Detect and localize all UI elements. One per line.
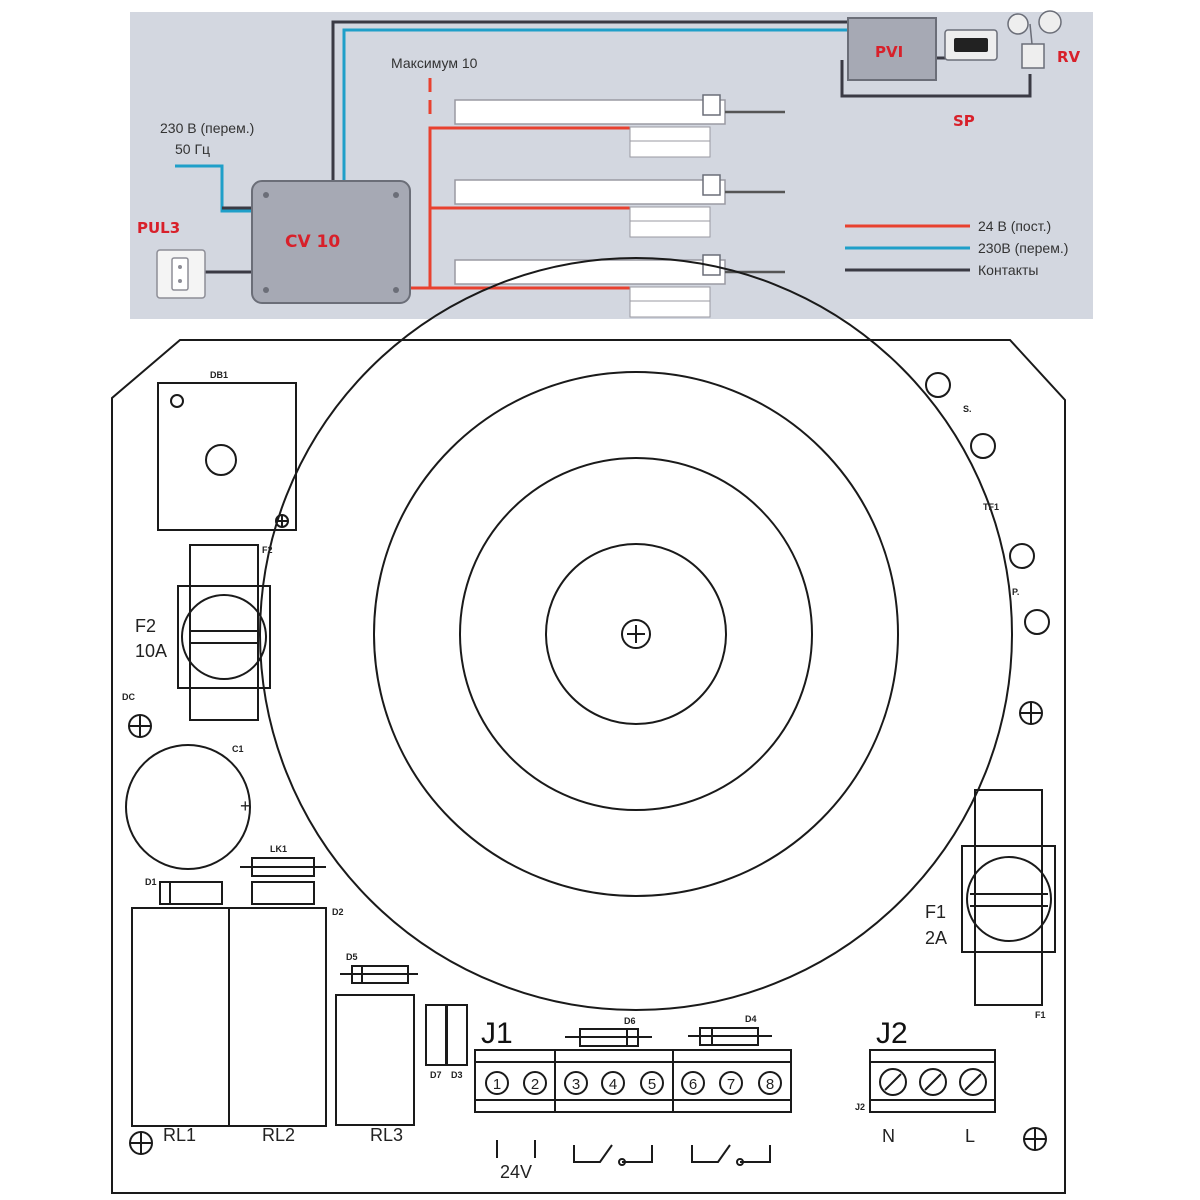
j1-terminal-1: 1 <box>493 1076 501 1093</box>
pvi-unit <box>847 17 937 81</box>
d4-label: D4 <box>745 1014 757 1024</box>
cv10-label: CV 10 <box>285 232 340 252</box>
power-input-label-line1: 230 В (перем.) <box>160 120 254 136</box>
sp-switch <box>944 29 998 61</box>
pvi-label: PVI <box>875 43 903 61</box>
power-input-label-line2: 50 Гц <box>175 141 210 157</box>
j1-terminal-7: 7 <box>727 1076 735 1093</box>
db1-bridge-rectifier <box>157 382 297 531</box>
rl3-label: RL3 <box>370 1125 403 1145</box>
c1-label: C1 <box>232 744 244 754</box>
j1-terminal-6: 6 <box>689 1076 697 1093</box>
mounting-hole-top-left <box>128 714 152 738</box>
led-p <box>1024 609 1050 635</box>
actuator-1 <box>454 94 785 158</box>
toroidal-transformer <box>259 257 1013 1011</box>
diode-d2 <box>251 881 315 905</box>
diode-d4 <box>688 1027 772 1046</box>
j2-label: J2 <box>876 1017 908 1050</box>
j1-terminal-4: 4 <box>609 1076 617 1093</box>
cv10-control-unit <box>251 180 411 304</box>
j2-l-label: L <box>965 1126 975 1146</box>
led-s <box>970 433 996 459</box>
dc-label: DC <box>122 692 135 702</box>
j2-tag-label: J2 <box>855 1102 865 1112</box>
j1-contact-symbol-2 <box>691 1144 771 1166</box>
j1-24v-symbol <box>496 1140 536 1158</box>
d6-label: D6 <box>624 1016 636 1026</box>
fuse-holder-f1 <box>961 789 1056 1006</box>
diode-d1 <box>159 881 223 905</box>
wire-24v-group <box>410 126 630 290</box>
s-led-label: S. <box>963 404 972 414</box>
relay-rl1 <box>131 907 230 1127</box>
sp-label: SP <box>953 112 975 130</box>
legend-label-230v: 230В (перем.) <box>978 240 1068 256</box>
f1-name-label: F1 <box>925 902 946 922</box>
mounting-hole-bottom-left <box>129 1131 153 1155</box>
j1-contact-symbol-1 <box>573 1144 653 1166</box>
wiring-diagram: PUL3 CV 10 230 В (перем.) 50 Гц Максимум… <box>130 10 1093 319</box>
j2-n-label: N <box>882 1126 895 1146</box>
max-actuators-label: Максимум 10 <box>391 55 478 71</box>
j1-terminal-3: 3 <box>572 1076 580 1093</box>
legend-label-24v: 24 В (пост.) <box>978 218 1051 234</box>
f2-rating-label: 10A <box>135 641 167 661</box>
p-led-label: P. <box>1012 587 1019 597</box>
rv-label: RV <box>1057 48 1081 66</box>
terminal-block-j2 <box>869 1049 996 1113</box>
diode-d5 <box>340 965 418 984</box>
pul3-module <box>156 249 206 299</box>
f1-rating-label: 2A <box>925 928 947 948</box>
c1-polarity-plus: + <box>240 796 251 816</box>
mounting-hole-right <box>1019 701 1043 725</box>
diode-d7 <box>425 1004 447 1066</box>
db1-label: DB1 <box>210 370 228 380</box>
relay-rl2 <box>228 907 327 1127</box>
d5-label: D5 <box>346 952 358 962</box>
d7-label: D7 <box>430 1070 442 1080</box>
wire-contacts-sp <box>840 60 1032 98</box>
link-lk1 <box>240 857 326 877</box>
j1-24v-label: 24V <box>500 1162 532 1182</box>
relay-rl3 <box>335 994 415 1126</box>
tf1-label: TF1 <box>983 502 999 512</box>
d2-label: D2 <box>332 907 344 917</box>
rl1-label: RL1 <box>163 1125 196 1145</box>
led-tf1 <box>1009 543 1035 569</box>
pcb-board-outline <box>111 339 1066 1194</box>
led-top <box>925 372 951 398</box>
pul3-label: PUL3 <box>137 219 180 237</box>
rv-sensor <box>1007 10 1062 69</box>
pcb-labels: DB1 F2 F2 10A DC C1 + LK1 D1 D2 D5 D7 D3… <box>122 370 1046 1182</box>
legend-label-contacts: Контакты <box>978 262 1038 278</box>
pcb-layout <box>111 257 1066 1194</box>
capacitor-c1 <box>125 744 251 870</box>
wiring-legend: 24 В (пост.) 230В (перем.) Контакты <box>845 218 1068 278</box>
f2-name-label: F2 <box>135 616 156 636</box>
d1-label: D1 <box>145 877 157 887</box>
terminal-block-j1 <box>474 1049 792 1113</box>
diode-d6 <box>565 1028 652 1047</box>
wire-230v-mains <box>175 164 254 213</box>
fuse-holder-f2 <box>177 544 271 721</box>
f2-tag-label: F2 <box>262 545 273 555</box>
j1-label: J1 <box>481 1017 513 1050</box>
lk1-label: LK1 <box>270 844 287 854</box>
j1-terminal-2: 2 <box>531 1076 539 1093</box>
j1-terminal-5: 5 <box>648 1076 656 1093</box>
d3-label: D3 <box>451 1070 463 1080</box>
f1-tag-label: F1 <box>1035 1010 1046 1020</box>
diode-d3 <box>446 1004 468 1066</box>
j1-terminal-8: 8 <box>766 1076 774 1093</box>
actuator-2 <box>454 174 785 238</box>
rl2-label: RL2 <box>262 1125 295 1145</box>
mounting-hole-bottom-right <box>1023 1127 1047 1151</box>
